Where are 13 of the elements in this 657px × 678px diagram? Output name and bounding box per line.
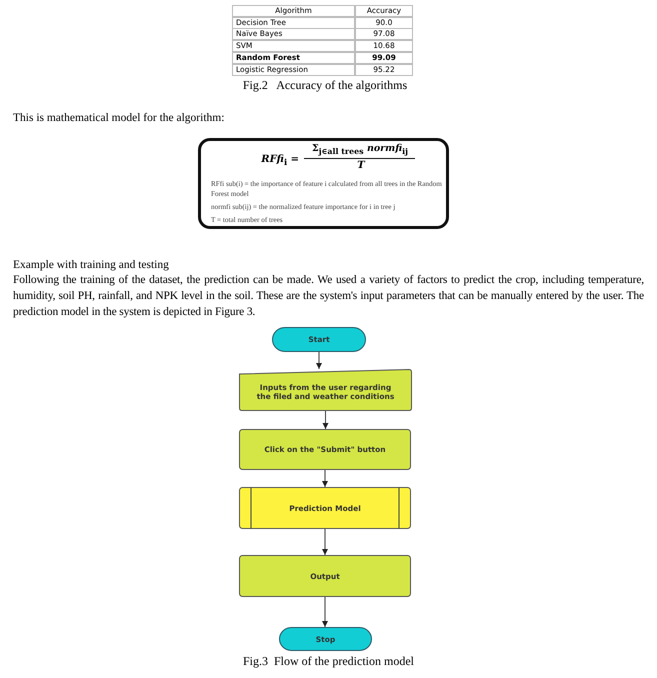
- section-heading: Example with training and testing: [13, 259, 170, 273]
- figure-caption: Fig.3 Flow of the prediction model: [242, 654, 415, 670]
- formula-text: RFfi$_{i}$ =: [260, 154, 299, 168]
- body-paragraph: Following the training of the dataset, the prediction can be made. We used a variety of factors to predict the crop, including temperature, humidity, soil PH, rainfall, and NPK level in the soil. These are the system's input parameters that can be manually entered by the user. The prediction model in the system is depicted in Figure 3.: [13, 273, 644, 320]
- arrow: [322, 528, 328, 556]
- text-line: This is mathematical model for the algorithm:: [13, 112, 226, 126]
- formula-text: Σ$_{j∈all trees}$ normfi$_{ij}$: [310, 143, 410, 157]
- arrow: [322, 596, 328, 628]
- arrow: [316, 352, 322, 370]
- figure-caption: Fig.2 Accuracy of the algorithms: [242, 78, 408, 94]
- formula-text: T: [356, 160, 366, 173]
- arrow: [322, 410, 328, 430]
- arrow: [322, 470, 328, 488]
